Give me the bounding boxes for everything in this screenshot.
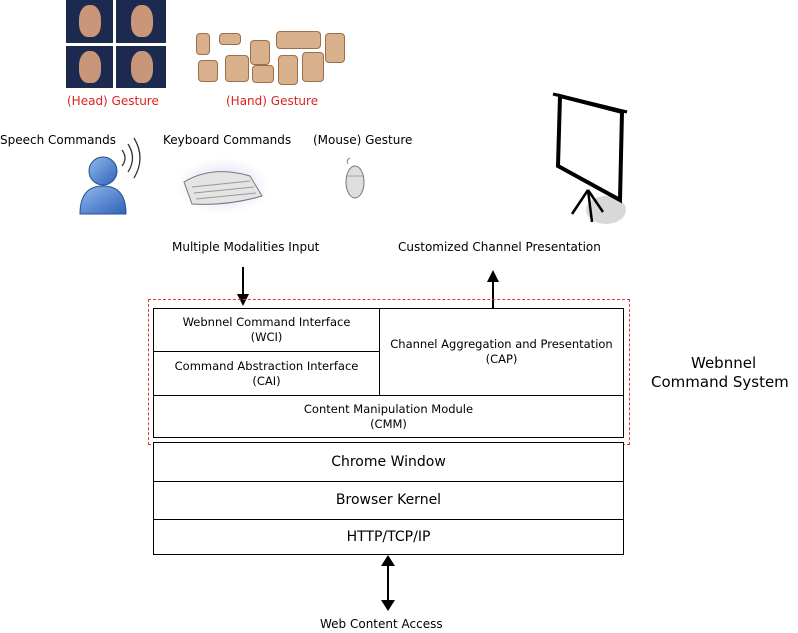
hand-gesture-label: (Hand) Gesture [226,94,319,108]
web-content-access-label: Web Content Access [320,617,443,631]
system-title-line1: Webnnel [691,354,757,372]
keyboard-commands-label: Keyboard Commands [163,133,292,147]
system-title-line2: Command System [651,373,789,391]
input-arrow [237,267,249,306]
mouse-icon [345,157,365,199]
cai-box: Command Abstraction Interface (CAI) [153,351,380,396]
cmm-box: Content Manipulation Module (CMM) [153,395,624,438]
cap-name: Channel Aggregation and Presentation [390,337,613,351]
web-access-arrow [381,555,395,611]
person-speaking-icon [79,137,141,215]
cai-name: Command Abstraction Interface [174,358,359,373]
head-gesture-label: (Head) Gesture [67,94,159,108]
http-tcp-ip-label: HTTP/TCP/IP [346,528,431,545]
browser-kernel-label: Browser Kernel [335,492,442,508]
output-arrow [487,270,499,308]
wci-name: Webnnel Command Interface [182,315,351,329]
http-tcp-ip-layer: HTTP/TCP/IP [153,519,624,555]
cmm-abbr: (CMM) [370,416,407,431]
cap-abbr: (CAP) [485,352,518,366]
chrome-window-layer: Chrome Window [153,442,624,482]
multiple-modalities-input-label: Multiple Modalities Input [172,240,320,254]
projector-screen-icon [552,92,628,224]
mouse-gesture-label: (Mouse) Gesture [313,133,413,147]
chrome-window-label: Chrome Window [331,453,446,470]
keyboard-icon [176,158,270,214]
wci-box: Webnnel Command Interface (WCI) [153,308,380,352]
customized-channel-presentation-label: Customized Channel Presentation [398,240,601,254]
cmm-name: Content Manipulation Module [303,401,474,416]
speech-commands-label: Speech Commands [0,133,116,147]
browser-kernel-layer: Browser Kernel [153,481,624,520]
wci-abbr: (WCI) [250,330,283,344]
cai-abbr: (CAI) [252,373,281,388]
cap-box: Channel Aggregation and Presentation (CA… [379,308,624,396]
